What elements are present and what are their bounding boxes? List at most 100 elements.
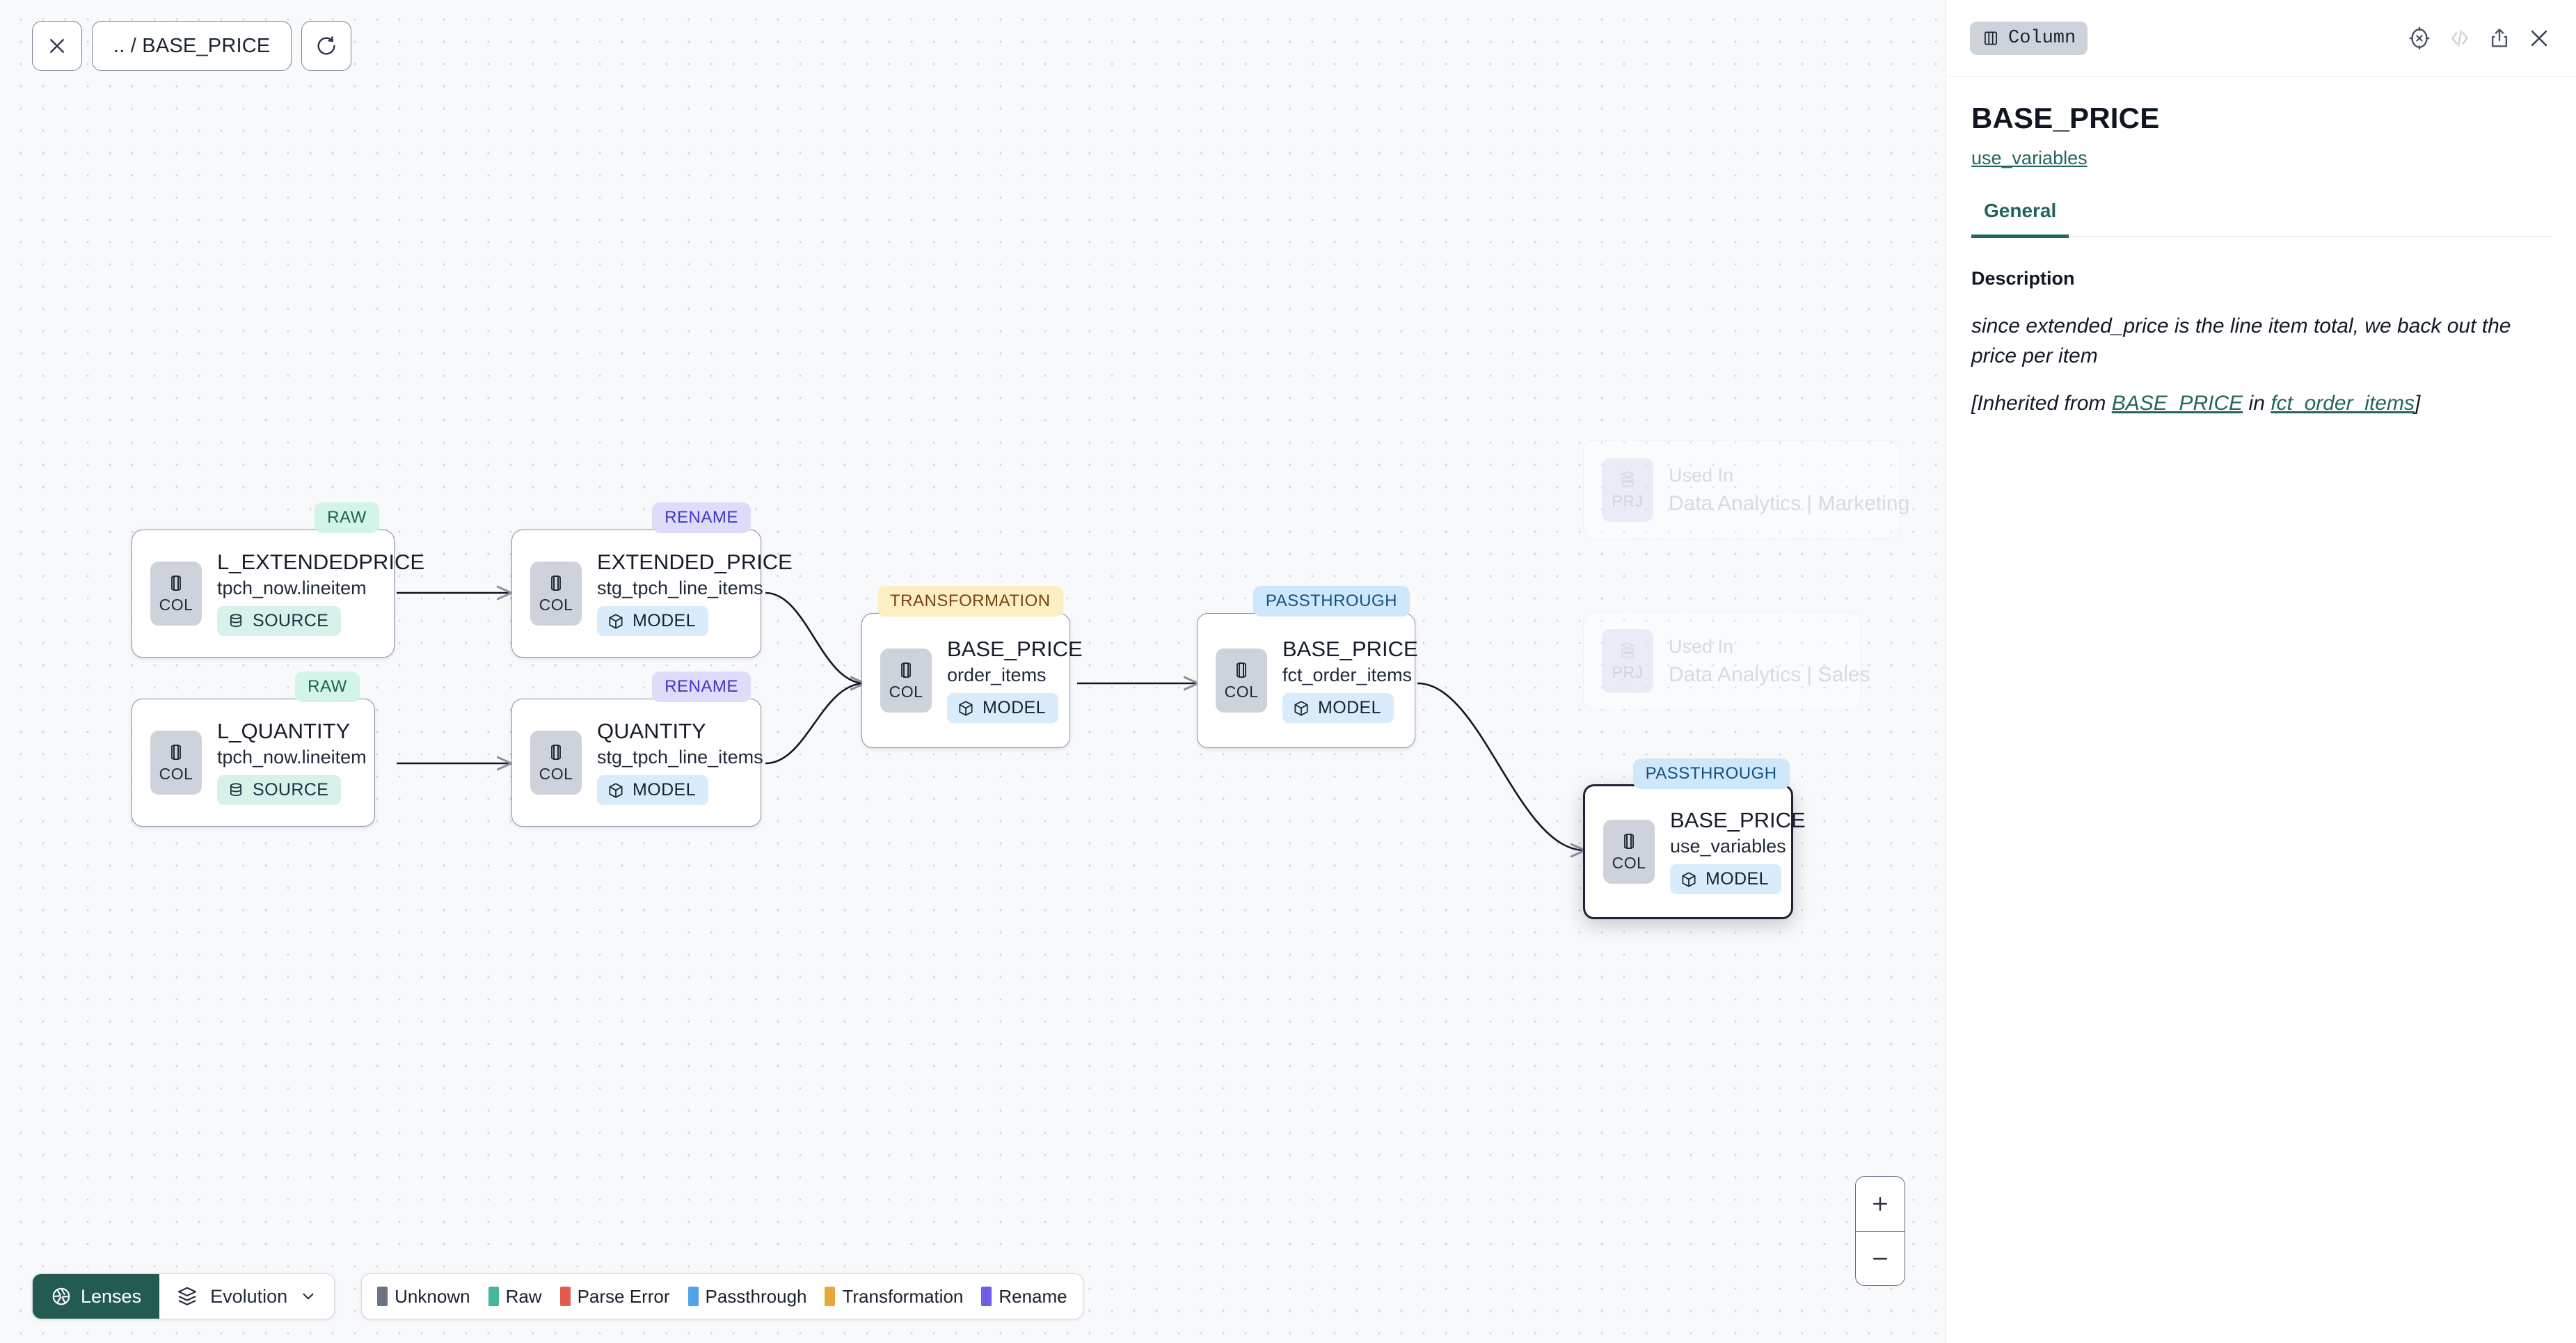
node-badge-row: SOURCE	[217, 606, 376, 637]
lineage-node-base_price_oi[interactable]: TRANSFORMATION COL BASE_PRICE order_item…	[861, 586, 1083, 748]
legend-label: Parse Error	[577, 1285, 670, 1307]
node-subtitle: tpch_now.lineitem	[217, 578, 367, 599]
columns-icon	[1985, 31, 1997, 45]
entity-kind-chip: Column	[1970, 21, 2088, 55]
lineage-node-extended_price[interactable]: RENAME COL EXTENDED_PRICE stg_tpch_line_…	[511, 502, 793, 658]
node-entity-chip: COL	[150, 731, 202, 795]
node-materialization-label: MODEL	[983, 698, 1046, 718]
node-materialization-badge: MODEL	[597, 775, 708, 806]
zoom-in-button[interactable]	[1856, 1177, 1905, 1231]
node-subtitle: stg_tpch_line_items	[597, 578, 763, 599]
used-in-node-used_in_sales[interactable]: PRJ Used In Data Analytics | Sales	[1583, 612, 1870, 710]
inherited-column-link[interactable]: BASE_PRICE	[2111, 392, 2243, 415]
node-subtitle: use_variables	[1670, 836, 1786, 857]
node-entity-chip: COL	[150, 562, 202, 626]
lineage-node-l_quantity[interactable]: RAW COL L_QUANTITY tpch_now.lineitem SOU…	[132, 672, 375, 827]
database-icon	[230, 614, 242, 627]
node-materialization-label: MODEL	[633, 611, 696, 631]
legend-label: Raw	[505, 1285, 542, 1307]
layers-icon	[178, 1287, 197, 1305]
share-icon[interactable]	[2488, 27, 2511, 49]
plus-icon	[1873, 1197, 1887, 1211]
parent-model-link[interactable]: use_variables	[1971, 148, 2088, 168]
legend-item[interactable]: Rename	[981, 1286, 1067, 1308]
node-type-badge: RAW	[295, 672, 360, 702]
tab-general[interactable]: General	[1971, 200, 2069, 238]
legend-item[interactable]: Passthrough	[687, 1286, 806, 1308]
lineage-node-l_extendedprice[interactable]: RAW COL L_EXTENDEDPRICE tpch_now.lineite…	[132, 502, 425, 658]
node-badge-row: MODEL	[597, 606, 742, 637]
lineage-canvas[interactable]: .. / BASE_PRICE RAW COL L_EXTENDEDPRICE …	[0, 0, 1946, 1343]
inherited-model-link[interactable]: fct_order_items	[2271, 392, 2415, 415]
node-type-badge: RAW	[315, 502, 379, 533]
node-entity-chip-label: COL	[539, 596, 573, 614]
used-in-project: Data Analytics | Sales	[1669, 662, 1870, 686]
node-type-badge: PASSTHROUGH	[1632, 758, 1790, 789]
columns-icon	[551, 575, 561, 591]
node-title: L_EXTENDEDPRICE	[217, 549, 425, 574]
close-lineage-button[interactable]	[32, 21, 82, 71]
inherited-prefix: [Inherited from	[1971, 392, 2112, 415]
node-entity-chip-label: COL	[1224, 683, 1259, 701]
node-entity-chip: COL	[530, 562, 582, 626]
legend-item[interactable]: Raw	[488, 1286, 542, 1308]
breadcrumb[interactable]: .. / BASE_PRICE	[92, 21, 292, 71]
used-in-text: Used In Data Analytics | Marketing	[1669, 465, 1909, 516]
legend-swatch	[559, 1287, 571, 1306]
description-label: Description	[1971, 268, 2075, 289]
lenses-button[interactable]: Lenses	[33, 1274, 160, 1319]
node-text: L_EXTENDEDPRICE tpch_now.lineitem SOURCE	[217, 549, 425, 637]
cube-icon	[959, 701, 973, 716]
node-materialization-label: MODEL	[1706, 869, 1769, 889]
node-materialization-badge: SOURCE	[217, 775, 342, 806]
page-title: BASE_PRICE	[1971, 102, 2160, 134]
node-title: BASE_PRICE	[947, 636, 1083, 661]
lineage-node-base_price_fct[interactable]: PASSTHROUGH COL BASE_PRICE fct_order_ite…	[1197, 586, 1418, 748]
project-stack-icon	[1621, 471, 1635, 487]
legend-item[interactable]: Transformation	[825, 1286, 963, 1308]
lineage-node-base_price_uv[interactable]: PASSTHROUGH COL BASE_PRICE use_variables…	[1583, 758, 1806, 919]
panel-header: Column	[1946, 0, 2576, 77]
used-in-node-used_in_marketing[interactable]: PRJ Used In Data Analytics | Marketing	[1583, 440, 1909, 539]
explore-compass-icon[interactable]	[2408, 26, 2431, 50]
columns-icon	[1237, 662, 1246, 678]
node-content: COL BASE_PRICE order_items MODEL	[862, 614, 1083, 747]
node-title: BASE_PRICE	[1282, 636, 1418, 661]
legend: Unknown Raw Parse Error Passthrough Tran…	[361, 1273, 1083, 1319]
node-entity-chip-label: COL	[159, 765, 193, 783]
node-subtitle: order_items	[947, 665, 1047, 686]
node-content: COL EXTENDED_PRICE stg_tpch_line_items M…	[512, 530, 793, 657]
columns-icon	[171, 745, 181, 760]
used-in-text: Used In Data Analytics | Sales	[1669, 636, 1870, 687]
node-entity-chip: COL	[530, 731, 582, 795]
zoom-out-button[interactable]	[1856, 1231, 1905, 1285]
node-subtitle: fct_order_items	[1282, 665, 1413, 686]
legend-swatch	[377, 1287, 388, 1306]
legend-label: Transformation	[842, 1285, 964, 1307]
node-title: EXTENDED_PRICE	[597, 549, 793, 574]
close-panel-icon[interactable]	[2527, 26, 2551, 50]
legend-item[interactable]: Unknown	[377, 1286, 470, 1308]
node-type-badge: PASSTHROUGH	[1253, 586, 1410, 617]
lineage-node-quantity[interactable]: RENAME COL QUANTITY stg_tpch_line_items …	[511, 672, 763, 827]
node-materialization-label: MODEL	[1318, 698, 1381, 718]
evolution-selector[interactable]: Evolution	[159, 1274, 334, 1319]
panel-actions	[2408, 26, 2551, 50]
refresh-button[interactable]	[301, 21, 352, 71]
project-stack-icon	[1621, 642, 1635, 658]
node-content: COL BASE_PRICE fct_order_items MODEL	[1198, 614, 1418, 747]
code-icon[interactable]	[2448, 26, 2472, 50]
used-in-content: PRJ Used In Data Analytics | Marketing	[1584, 441, 1909, 539]
panel-body: BASE_PRICE use_variables General Descrip…	[1946, 77, 2576, 419]
refresh-icon	[317, 36, 335, 55]
chevron-down-icon	[303, 1293, 314, 1300]
node-badge-row: MODEL	[947, 693, 1058, 724]
minus-icon	[1873, 1257, 1887, 1259]
node-materialization-label: SOURCE	[253, 611, 329, 631]
node-layer: RAW COL L_EXTENDEDPRICE tpch_now.lineite…	[132, 440, 1909, 919]
used-in-label: Used In	[1669, 635, 1734, 657]
columns-icon	[551, 745, 561, 760]
cube-icon	[609, 783, 623, 798]
legend-item[interactable]: Parse Error	[559, 1285, 670, 1308]
